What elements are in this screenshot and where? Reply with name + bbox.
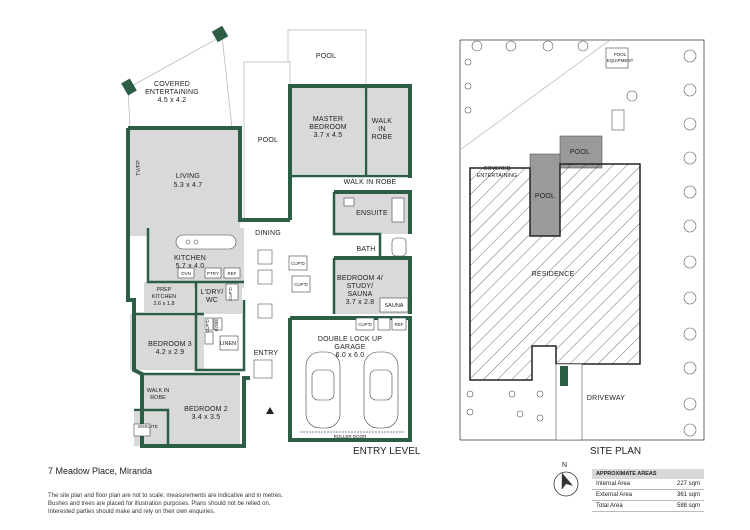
kitchen-label: KITCHEN bbox=[174, 255, 206, 262]
walk-in-robe-label-2: IN bbox=[378, 126, 385, 133]
areas-row-total: Total Area 588 sqm bbox=[592, 501, 704, 512]
pantry-label: PTRY bbox=[207, 271, 219, 276]
walk-in-robe-label-3: ROBE bbox=[372, 134, 393, 141]
covered-entertaining-label-2: ENTERTAINING bbox=[145, 89, 199, 96]
site-pool-equipment-label-2: EQUIPMENT bbox=[607, 58, 634, 63]
tv-fp-label: TV/FP bbox=[136, 160, 142, 176]
entry-label: ENTRY bbox=[254, 350, 279, 357]
garage-label-2: GARAGE bbox=[334, 344, 365, 351]
bedroom4-dims: 3.7 x 2.8 bbox=[346, 299, 375, 306]
ref-garage-label: REF bbox=[395, 322, 404, 327]
walls bbox=[126, 84, 412, 448]
cupd-d-label: CUP'D bbox=[205, 318, 210, 332]
site-pool-equipment-label: POOL bbox=[614, 52, 627, 57]
site-covered-label: COVERED bbox=[483, 166, 510, 172]
areas-row-internal: Internal Area 227 sqm bbox=[592, 479, 704, 490]
north-arrow-icon bbox=[561, 472, 574, 490]
walk-in-robe-b2-label-2: ROBE bbox=[150, 395, 166, 401]
areas-table: APPROXIMATE AREAS Internal Area 227 sqm … bbox=[592, 469, 704, 512]
bedroom4-label-2: STUDY/ bbox=[347, 283, 374, 290]
walk-in-robe-label: WALK bbox=[372, 118, 393, 125]
dining-label: DINING bbox=[255, 230, 281, 237]
ref-label: REF bbox=[228, 271, 237, 276]
pool-top-label: POOL bbox=[316, 53, 336, 60]
roller-door-label: ROLLER DOOR bbox=[334, 434, 368, 439]
prep-kitchen-dims: 2.6 x 1.8 bbox=[153, 301, 174, 307]
bedroom3-fill bbox=[130, 314, 204, 370]
cupd-b-label: CUP'D bbox=[294, 282, 308, 287]
laundry-label: L'DRY/ bbox=[200, 289, 223, 296]
kitchen-dims: 5.7 x 4.0 bbox=[176, 263, 205, 270]
master-bedroom-label: MASTER bbox=[313, 116, 343, 123]
site-pool-b-label: POOL bbox=[535, 193, 555, 200]
areas-external-label: External Area bbox=[596, 492, 633, 498]
laundry-label-2: WC bbox=[206, 297, 218, 304]
site-pool-a-label: POOL bbox=[570, 149, 590, 156]
ensuite-label: ENSUITE bbox=[356, 210, 388, 217]
prep-kitchen-label: PREP bbox=[157, 287, 172, 293]
site-pool-equipment-box bbox=[605, 47, 629, 69]
linen-label: LINEN bbox=[220, 341, 236, 347]
master-bedroom-label-2: BEDROOM bbox=[309, 124, 347, 131]
bedroom3-dims: 4.2 x 2.9 bbox=[156, 349, 185, 356]
entry-level-title: ENTRY LEVEL bbox=[353, 446, 421, 457]
covered-entertaining-label: COVERED bbox=[154, 81, 190, 88]
site-residence-label: RESIDENCE bbox=[532, 271, 575, 278]
north-arrow: N bbox=[553, 462, 579, 497]
bedroom4-label: BEDROOM 4/ bbox=[337, 275, 383, 282]
bedroom3-label: BEDROOM 3 bbox=[148, 341, 192, 348]
areas-row-external: External Area 361 sqm bbox=[592, 490, 704, 501]
site-residence bbox=[469, 163, 641, 381]
floor-plan-labels: POOL POOL COVERED ENTERTAINING 4.5 x 4.2… bbox=[136, 53, 404, 439]
master-bedroom-dims: 3.7 x 4.5 bbox=[314, 132, 343, 139]
disclaimer-line-3: Interested parties should make and rely … bbox=[48, 509, 216, 515]
walk-in-robe-fill bbox=[366, 86, 410, 174]
prep-kitchen-label-2: KITCHEN bbox=[152, 294, 176, 300]
living-fill bbox=[128, 128, 240, 236]
cupd-a-label: CUP'D bbox=[291, 261, 305, 266]
site-driveway bbox=[555, 363, 583, 441]
site-entertaining-label: ENTERTAINING bbox=[477, 173, 517, 179]
site-plan: POOL EQUIPMENT POOL POOL COVERED ENTERTA… bbox=[459, 39, 705, 441]
garage-label: DOUBLE LOCK UP bbox=[318, 336, 382, 343]
address: 7 Meadow Place, Miranda bbox=[48, 466, 153, 476]
areas-internal-label: Internal Area bbox=[596, 481, 631, 487]
cupd-c-label: CUP'D bbox=[228, 286, 233, 300]
site-plan-title: SITE PLAN bbox=[590, 446, 642, 457]
garage-dims: 6.0 x 6.0 bbox=[336, 352, 365, 359]
areas-total-value: 588 sqm bbox=[676, 503, 700, 509]
robe-label: ROBE bbox=[214, 319, 219, 332]
disclaimer-line-1: The site plan and floor plan are not to … bbox=[48, 493, 283, 499]
areas-total-label: Total Area bbox=[596, 503, 623, 509]
pool-side-label: POOL bbox=[258, 137, 278, 144]
cupd-garage-label: CUP'D bbox=[358, 322, 372, 327]
bedroom2-dims: 3.4 x 3.5 bbox=[192, 414, 221, 421]
bath-label: BATH bbox=[357, 246, 376, 253]
site-driveway-label: DRIVEWAY bbox=[587, 395, 625, 402]
sauna-label: SAUNA bbox=[385, 303, 404, 309]
areas-internal-value: 227 sqm bbox=[676, 481, 700, 487]
oven-label: OVN bbox=[181, 271, 191, 276]
areas-external-value: 361 sqm bbox=[676, 492, 700, 498]
prep-kitchen-fill bbox=[144, 282, 194, 312]
disclaimer: The site plan and floor plan are not to … bbox=[48, 492, 283, 516]
walk-in-robe-b2-label: WALK IN bbox=[147, 388, 169, 394]
north-label: N bbox=[562, 462, 567, 469]
disclaimer-line-2: Bushes and trees are placed for illustra… bbox=[48, 501, 271, 507]
walk-in-robe-long-label: WALK IN ROBE bbox=[344, 179, 397, 186]
living-dims: 5.3 x 4.7 bbox=[174, 182, 203, 189]
bedroom4-label-3: SAUNA bbox=[347, 291, 372, 298]
areas-header: APPROXIMATE AREAS bbox=[592, 469, 704, 479]
ensuite-b2-label: ENSUITE bbox=[138, 424, 158, 429]
covered-entertaining-dims: 4.5 x 4.2 bbox=[158, 97, 187, 104]
bedroom2-label: BEDROOM 2 bbox=[184, 406, 228, 413]
master-bedroom-fill bbox=[292, 86, 364, 174]
pool-top-area bbox=[287, 29, 367, 93]
fixtures bbox=[121, 25, 409, 437]
living-label: LIVING bbox=[176, 173, 200, 180]
